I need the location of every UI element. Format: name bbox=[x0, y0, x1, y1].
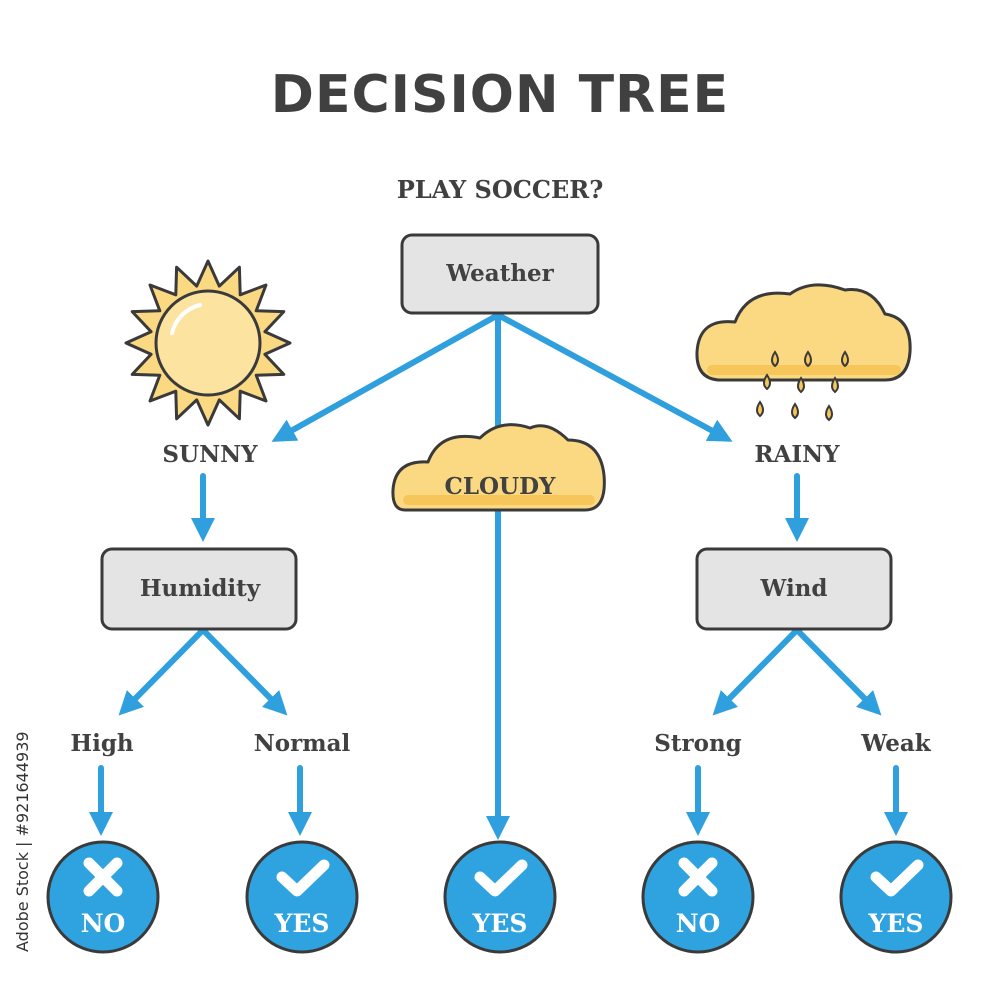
branch-weak-label: Weak bbox=[860, 730, 931, 757]
outcome-label: NO bbox=[81, 909, 126, 938]
arrow-humidity-high bbox=[118, 627, 206, 716]
outcome-no-strong: NO bbox=[641, 840, 755, 954]
rain-cloud-icon bbox=[695, 283, 912, 422]
node-humidity-label: Humidity bbox=[140, 575, 261, 602]
x-icon bbox=[678, 857, 718, 897]
arrow-weather-rainy bbox=[495, 312, 733, 442]
outcome-yes-normal: YES bbox=[245, 840, 359, 954]
node-humidity: Humidity bbox=[100, 547, 298, 631]
branch-rainy-label: RAINY bbox=[754, 441, 840, 468]
branch-strong-label: Strong bbox=[654, 730, 742, 757]
branch-sunny-label: SUNNY bbox=[162, 441, 258, 468]
node-wind: Wind bbox=[695, 547, 893, 631]
check-icon bbox=[870, 859, 924, 897]
outcome-label: YES bbox=[868, 909, 924, 938]
node-weather: Weather bbox=[400, 233, 600, 315]
arrow-wind-strong bbox=[712, 627, 800, 716]
sun-icon bbox=[124, 259, 292, 427]
stock-id-text: Adobe Stock | #921644939 bbox=[13, 731, 32, 952]
question-label: PLAY SOCCER? bbox=[397, 175, 604, 204]
branch-cloudy-label: CLOUDY bbox=[445, 473, 557, 500]
outcome-no-high: NO bbox=[46, 840, 160, 954]
outcome-yes-weak: YES bbox=[839, 840, 953, 954]
arrow-weather-sunny bbox=[271, 312, 501, 442]
outcome-label: YES bbox=[274, 909, 330, 938]
cloud-icon bbox=[391, 423, 606, 512]
x-icon bbox=[83, 857, 123, 897]
check-icon bbox=[474, 859, 528, 897]
node-wind-label: Wind bbox=[760, 575, 828, 602]
diagram-title: DECISION TREE bbox=[271, 65, 729, 125]
arrows bbox=[89, 312, 908, 840]
branch-normal-label: Normal bbox=[254, 730, 351, 757]
check-icon bbox=[276, 859, 330, 897]
outcome-label: YES bbox=[472, 909, 528, 938]
arrow-wind-weak bbox=[794, 627, 882, 716]
arrow-humidity-normal bbox=[200, 627, 288, 716]
outcome-yes-cloudy: YES bbox=[443, 840, 557, 954]
branch-high-label: High bbox=[70, 730, 134, 757]
node-weather-label: Weather bbox=[445, 260, 554, 287]
outcome-label: NO bbox=[676, 909, 721, 938]
